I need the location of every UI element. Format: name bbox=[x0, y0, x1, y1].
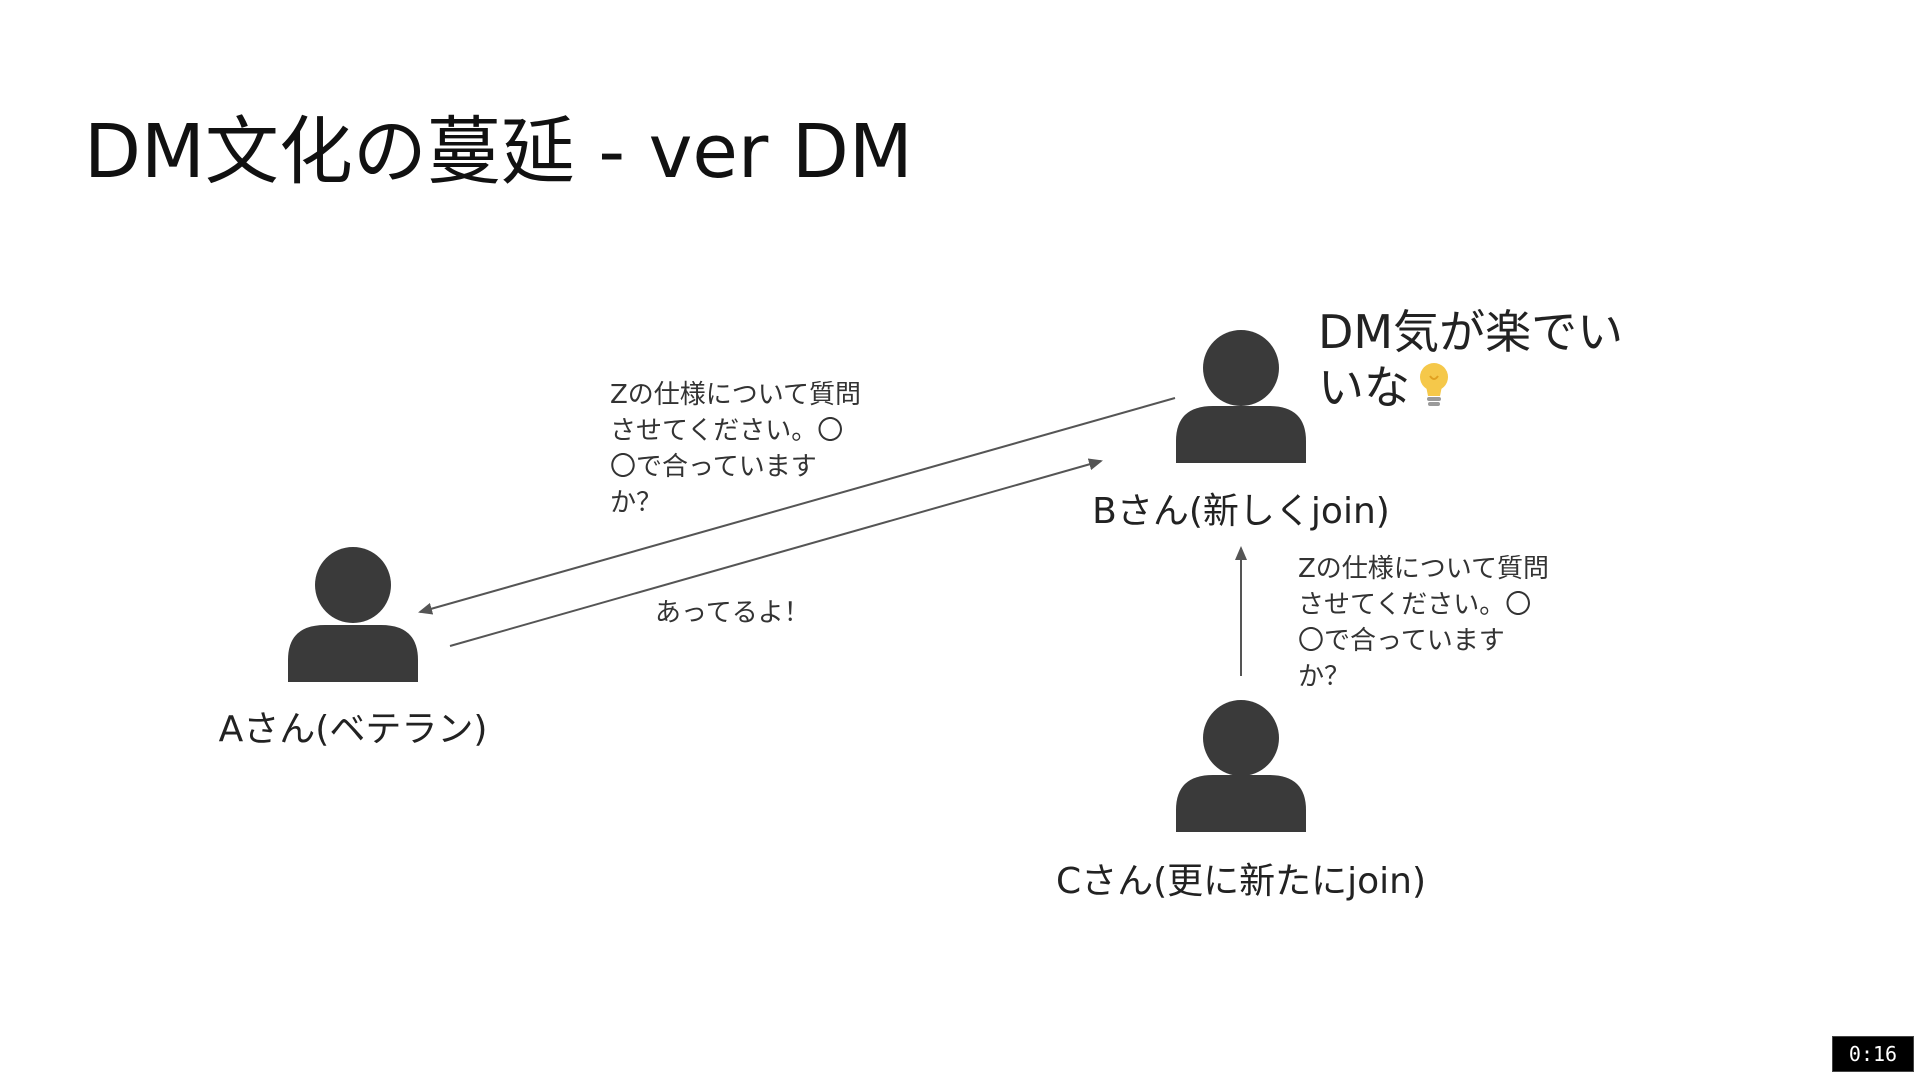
thought-bubble: DM気が楽でい いな bbox=[1318, 305, 1688, 422]
message-c-to-b-question: Zの仕様について質問 させてください。〇 〇で合っています か？ bbox=[1298, 554, 1550, 692]
person-a-icon bbox=[288, 547, 418, 682]
person-c-icon bbox=[1176, 700, 1306, 832]
person-a-label: Aさん(ベテラン) bbox=[218, 709, 488, 750]
lightbulb-icon bbox=[1416, 360, 1452, 422]
thought-text: DM気が楽でい いな bbox=[1318, 305, 1624, 415]
arrow-b-to-a bbox=[418, 397, 1176, 615]
message-b-to-a-question: Zの仕様について質問 させてください。〇 〇で合っています か？ bbox=[610, 380, 862, 518]
message-a-to-b-answer: あってるよ！ bbox=[655, 598, 810, 628]
arrow-a-to-b bbox=[449, 458, 1103, 647]
person-b-icon bbox=[1176, 330, 1306, 463]
person-b-label: Bさん(新しくjoin) bbox=[1092, 491, 1390, 532]
person-c-label: Cさん(更に新たにjoin) bbox=[1055, 861, 1427, 902]
slide-title: DM文化の蔓延 - ver DM bbox=[84, 109, 913, 195]
video-timer: 0:16 bbox=[1832, 1036, 1914, 1072]
